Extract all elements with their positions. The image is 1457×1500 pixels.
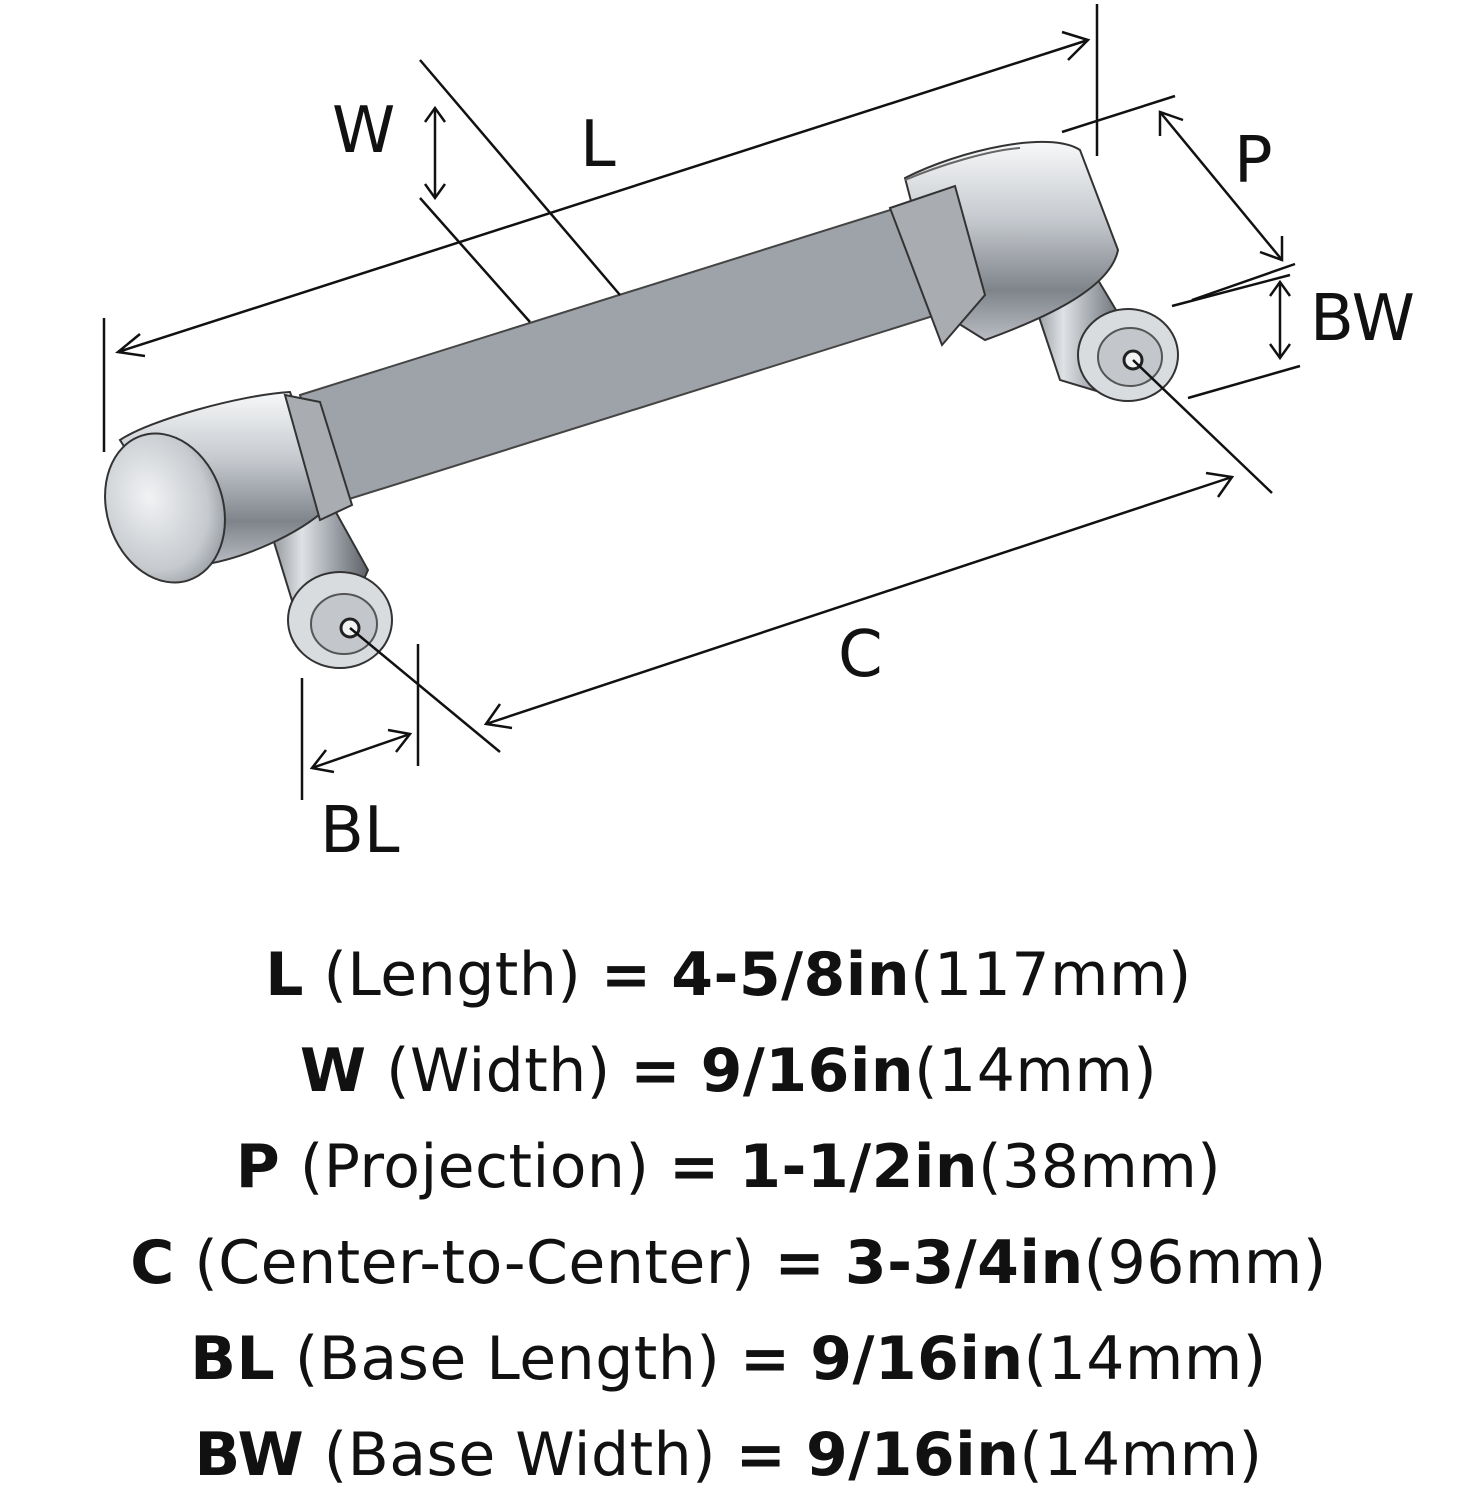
dim-label-bw: BW (1310, 282, 1415, 356)
dim-label-c: C (838, 618, 883, 692)
spec-inches: 9/16in (810, 1324, 1024, 1394)
spec-row-projection: P (Projection) = 1-1/2in(38mm) (0, 1132, 1457, 1202)
spec-inches: 9/16in (805, 1420, 1020, 1490)
spec-equals: = (739, 1324, 791, 1394)
spec-mm: (38mm) (978, 1132, 1222, 1202)
handle-bar (298, 194, 967, 507)
spec-mm: (96mm) (1083, 1228, 1327, 1298)
spec-inches: 1-1/2in (739, 1132, 979, 1202)
spec-row-length: L (Length) = 4-5/8in(117mm) (0, 940, 1457, 1010)
spec-code: L (265, 940, 304, 1010)
spec-name: (Base Length) (294, 1324, 721, 1394)
spec-name: (Width) (386, 1036, 611, 1106)
spec-inches: 4-5/8in (671, 940, 911, 1010)
spec-equals: = (600, 940, 652, 1010)
spec-mm: (14mm) (1023, 1324, 1267, 1394)
dimension-lines (102, 4, 1301, 800)
spec-row-center-to-center: C (Center-to-Center) = 3-3/4in(96mm) (0, 1228, 1457, 1298)
spec-code: P (235, 1132, 281, 1202)
spec-equals: = (630, 1036, 682, 1106)
dim-label-w: W (332, 94, 395, 168)
spec-mm: (117mm) (910, 940, 1192, 1010)
spec-equals: = (735, 1420, 787, 1490)
dim-label-bl: BL (320, 794, 400, 868)
spec-inches: 9/16in (700, 1036, 915, 1106)
cabinet-pull-dimension-diagram: W L P BW C BL (102, 4, 1415, 868)
left-end-cap (104, 390, 354, 584)
spec-code: BL (190, 1324, 276, 1394)
spec-mm: (14mm) (914, 1036, 1158, 1106)
spec-equals: = (668, 1132, 720, 1202)
dim-label-l: L (580, 108, 616, 182)
spec-code: W (299, 1036, 367, 1106)
spec-code: C (130, 1228, 175, 1298)
spec-inches: 3-3/4in (844, 1228, 1084, 1298)
spec-row-base-width: BW (Base Width) = 9/16in(14mm) (0, 1420, 1457, 1490)
cabinet-pull-handle (104, 140, 1179, 669)
right-end-cap (888, 140, 1120, 347)
spec-row-width: W (Width) = 9/16in(14mm) (0, 1036, 1457, 1106)
spec-name: (Projection) (299, 1132, 650, 1202)
spec-row-base-length: BL (Base Length) = 9/16in(14mm) (0, 1324, 1457, 1394)
spec-code: BW (194, 1420, 305, 1490)
dim-label-p: P (1234, 124, 1273, 198)
spec-name: (Length) (323, 940, 582, 1010)
spec-mm: (14mm) (1019, 1420, 1263, 1490)
spec-name: (Base Width) (323, 1420, 717, 1490)
spec-name: (Center-to-Center) (194, 1228, 755, 1298)
spec-equals: = (774, 1228, 826, 1298)
